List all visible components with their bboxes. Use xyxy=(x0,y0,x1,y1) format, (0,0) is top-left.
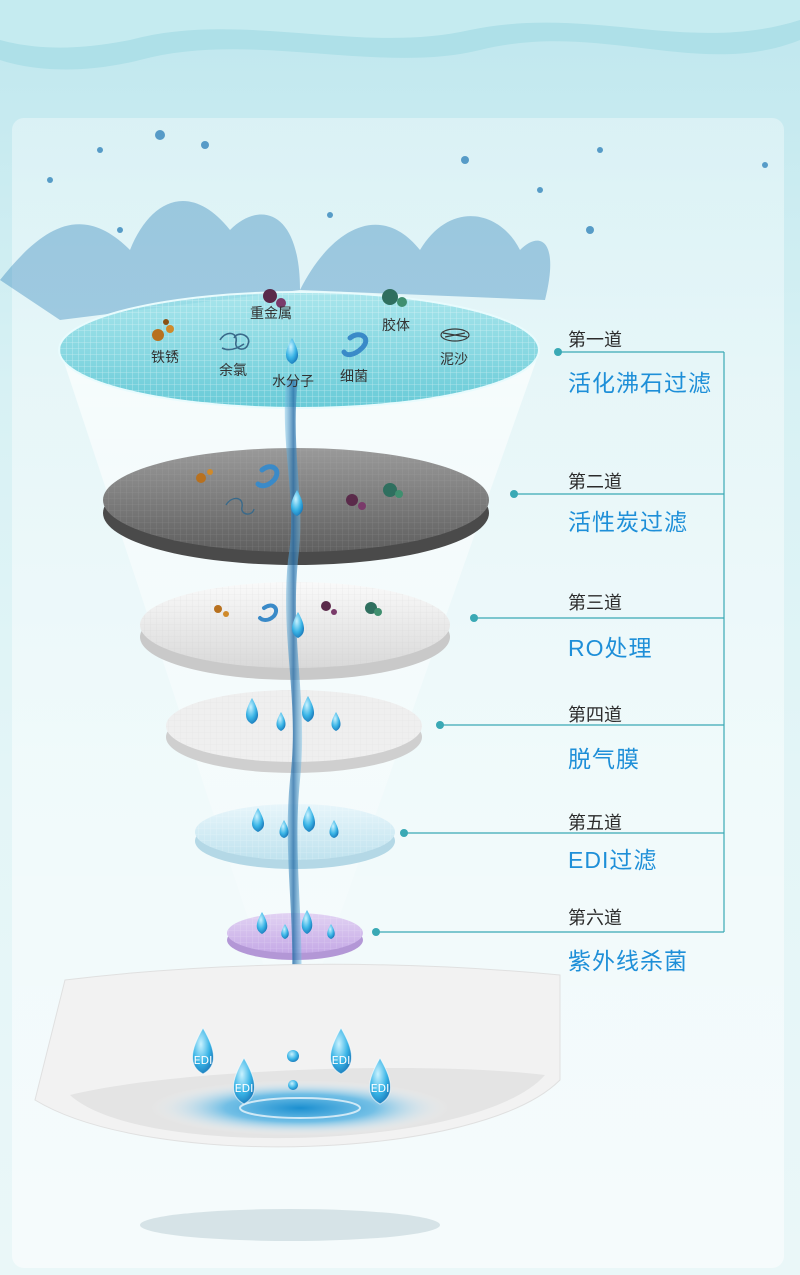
stage-3-name: RO处理 xyxy=(568,635,653,661)
water-pool xyxy=(150,1080,450,1136)
rust-icon xyxy=(152,319,174,341)
water-ripple xyxy=(239,1097,361,1119)
bacteria-icon xyxy=(341,332,369,358)
water-drop-2 xyxy=(291,490,303,516)
stage-4-label: 第四道 xyxy=(568,705,622,725)
label-rust: 铁锈 xyxy=(151,349,179,365)
edi-drop-label: EDI xyxy=(194,1054,213,1067)
rust-icon-2 xyxy=(196,469,213,483)
label-sediment: 泥沙 xyxy=(440,351,468,367)
water-drop-3 xyxy=(292,612,304,638)
filter-disc-5 xyxy=(195,804,395,869)
stage-6-label: 第六道 xyxy=(568,908,622,928)
stage-1-label: 第一道 xyxy=(568,330,622,350)
falling-drop xyxy=(287,1050,299,1062)
water-splash xyxy=(0,130,768,320)
falling-drop xyxy=(288,1080,298,1090)
stage-4-name: 脱气膜 xyxy=(568,746,640,772)
heavy-metal-icon-2 xyxy=(346,494,366,510)
water-drops-5 xyxy=(252,806,339,838)
heavy-metal-icon xyxy=(263,289,286,308)
stage-5-name: EDI过滤 xyxy=(568,847,658,873)
colloid-icon-2 xyxy=(383,483,403,498)
stage-1-name: 活化沸石过滤 xyxy=(568,370,712,396)
water-molecule-icon xyxy=(286,338,298,364)
label-water-molecule: 水分子 xyxy=(272,373,314,389)
bacteria-icon-3 xyxy=(258,603,279,622)
connector-dots xyxy=(372,348,562,936)
stage-6-name: 紫外线杀菌 xyxy=(568,948,688,974)
colloid-icon xyxy=(382,289,407,307)
stage-5-label: 第五道 xyxy=(568,813,622,833)
edi-drop-1: EDI xyxy=(192,1027,214,1075)
edi-drop-label: EDI xyxy=(235,1082,254,1095)
top-wave-light xyxy=(0,0,800,48)
sediment-icon xyxy=(440,328,470,342)
water-drops-4 xyxy=(246,696,341,731)
stage-connectors xyxy=(376,351,725,933)
edi-drop-4: EDI xyxy=(369,1057,391,1105)
stage-3-label: 第三道 xyxy=(568,593,622,613)
label-colloid: 胶体 xyxy=(382,317,410,333)
edi-drop-label: EDI xyxy=(371,1082,390,1095)
filter-disc-1 xyxy=(58,291,540,409)
heavy-metal-icon-3 xyxy=(321,601,337,615)
bacteria-icon-2 xyxy=(255,464,280,489)
colloid-icon-3 xyxy=(365,602,382,616)
chlorine-icon-2 xyxy=(225,497,255,515)
stage-2-label: 第二道 xyxy=(568,472,622,492)
label-residual-chlorine: 余氯 xyxy=(219,362,247,378)
label-heavy-metal: 重金属 xyxy=(250,305,292,321)
edi-drop-label: EDI xyxy=(332,1054,351,1067)
edi-drop-3: EDI xyxy=(330,1027,352,1075)
water-drops-6 xyxy=(256,910,335,939)
chlorine-icon xyxy=(219,332,250,351)
rust-icon-3 xyxy=(214,605,229,617)
water-stream xyxy=(284,380,303,1010)
label-bacteria: 细菌 xyxy=(340,368,368,384)
edi-drop-2: EDI xyxy=(233,1057,255,1105)
stage-2-name: 活性炭过滤 xyxy=(568,509,688,535)
bottom-shadow xyxy=(140,1209,440,1241)
